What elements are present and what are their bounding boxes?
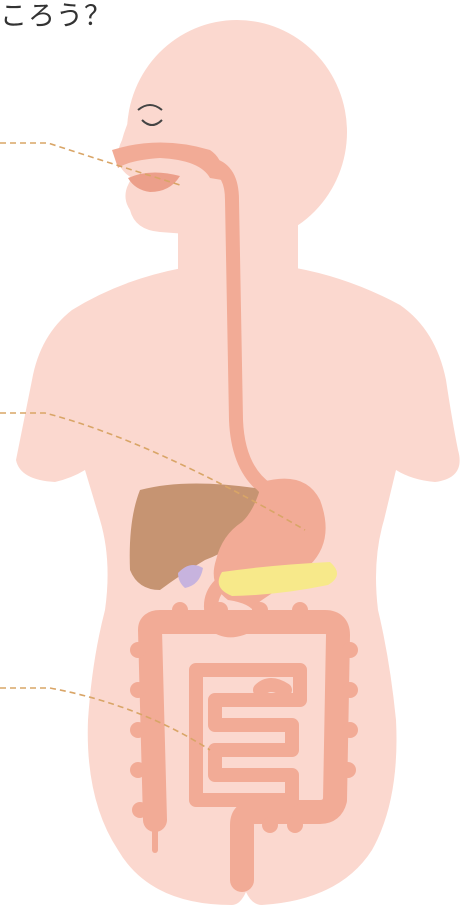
digestive-system-diagram — [0, 0, 471, 919]
